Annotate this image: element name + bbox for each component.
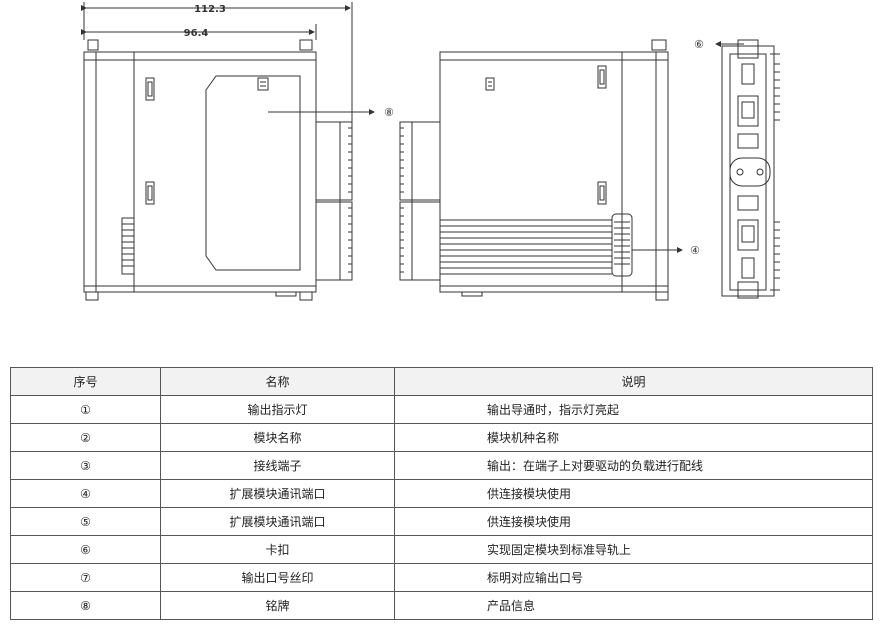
row-description: 输出导通时，指示灯亮起: [394, 395, 873, 424]
side-view: [399, 39, 683, 301]
end-view: [715, 39, 780, 299]
row-description: 输出：在端子上对要驱动的负载进行配线: [394, 451, 873, 480]
row-name: 卡扣: [160, 535, 395, 564]
header-name: 名称: [160, 367, 395, 396]
row-name: 模块名称: [160, 423, 395, 452]
row-description: 模块机种名称: [394, 423, 873, 452]
row-number: ⑤: [10, 507, 161, 536]
front-connector-ribs: [122, 223, 134, 267]
table-row: ⑧ 铭牌 产品信息: [10, 591, 873, 620]
row-number: ②: [10, 423, 161, 452]
callout-nameplate: ⑧: [384, 106, 394, 119]
row-number: ⑦: [10, 563, 161, 592]
front-view: [81, 2, 375, 301]
table-row: ① 输出指示灯 输出导通时，指示灯亮起: [10, 395, 873, 424]
row-name: 扩展模块通讯端口: [160, 479, 395, 508]
header-number: 序号: [10, 367, 161, 396]
row-name: 接线端子: [160, 451, 395, 480]
table-row: ④ 扩展模块通讯端口 供连接模块使用: [10, 479, 873, 508]
table-row: ③ 接线端子 输出：在端子上对要驱动的负载进行配线: [10, 451, 873, 480]
row-description: 供连接模块使用: [394, 507, 873, 536]
row-number: ①: [10, 395, 161, 424]
callout-clip-label: ⑥: [694, 38, 704, 51]
table-header-row: 序号 名称 说明: [10, 367, 873, 396]
dimension-overall: [81, 2, 353, 122]
callout-nameplate-label: ⑧: [384, 106, 394, 119]
row-description: 产品信息: [394, 591, 873, 620]
row-description: 标明对应输出口号: [394, 563, 873, 592]
callout-connector-label: ④: [690, 244, 700, 257]
module-outline-drawings: ⑧ 112.3 96.4: [81, 2, 780, 301]
table-row: ⑥ 卡扣 实现固定模块到标准导轨上: [10, 535, 873, 564]
terminal-teeth-front: [348, 127, 352, 273]
dimension-overall-label: 112.3: [194, 4, 226, 15]
table-row: ⑦ 输出口号丝印 标明对应输出口号: [10, 563, 873, 592]
table-row: ② 模块名称 模块机种名称: [10, 423, 873, 452]
row-description: 供连接模块使用: [394, 479, 873, 508]
row-number: ⑧: [10, 591, 161, 620]
row-name: 扩展模块通讯端口: [160, 507, 395, 536]
dimension-body: [81, 24, 317, 40]
vent-fins: [440, 219, 612, 275]
row-description: 实现固定模块到标准导轨上: [394, 535, 873, 564]
row-number: ④: [10, 479, 161, 508]
dimension-body-label: 96.4: [184, 28, 209, 39]
row-name: 输出指示灯: [160, 395, 395, 424]
header-description: 说明: [394, 367, 873, 396]
row-number: ⑥: [10, 535, 161, 564]
table-row: ⑤ 扩展模块通讯端口 供连接模块使用: [10, 507, 873, 536]
row-name: 输出口号丝印: [160, 563, 395, 592]
row-number: ③: [10, 451, 161, 480]
row-name: 铭牌: [160, 591, 395, 620]
component-table: 序号 名称 说明 ① 输出指示灯 输出导通时，指示灯亮起 ② 模块名称 模块机种…: [10, 367, 873, 620]
